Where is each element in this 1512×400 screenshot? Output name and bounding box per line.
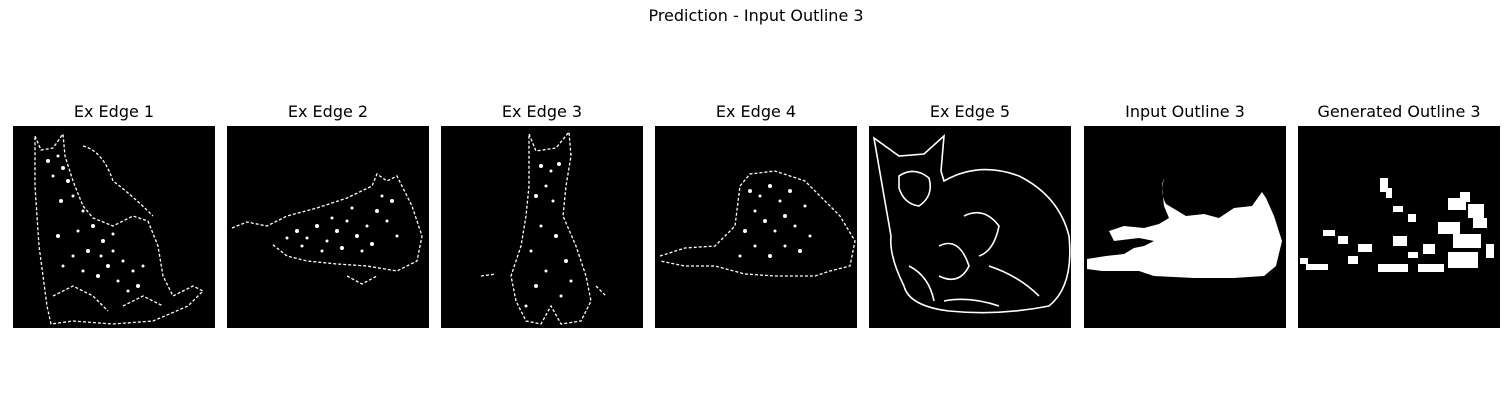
panel-title: Ex Edge 3: [501, 102, 583, 121]
panel-ex-edge-1: Ex Edge 1: [13, 100, 215, 328]
cat-sitting-edge-image: [13, 126, 215, 328]
panel-title: Ex Edge 4: [715, 102, 797, 121]
panel-title: Generated Outline 3: [1317, 102, 1481, 121]
panel-generated-outline-3: Generated Outline 3: [1298, 100, 1500, 328]
cat-crouching-edge-image: [655, 126, 857, 328]
cat-lying-edge-image: [227, 126, 429, 328]
panel-title: Input Outline 3: [1125, 102, 1245, 121]
panel-input-outline-3: Input Outline 3: [1084, 100, 1286, 328]
cat-lying-generated-image: [1298, 126, 1500, 328]
figure-title: Prediction - Input Outline 3: [648, 6, 864, 25]
panel-ex-edge-2: Ex Edge 2: [227, 100, 429, 328]
cat-sitting-front-edge-image: [441, 126, 643, 328]
cat-lying-silhouette-image: [1084, 126, 1286, 328]
panel-ex-edge-5: Ex Edge 5: [869, 100, 1071, 328]
cat-curled-outline-image: [869, 126, 1071, 328]
panel-title: Ex Edge 2: [287, 102, 369, 121]
panel-ex-edge-4: Ex Edge 4: [655, 100, 857, 328]
panel-title: Ex Edge 1: [73, 102, 155, 121]
panel-ex-edge-3: Ex Edge 3: [441, 100, 643, 328]
panel-title: Ex Edge 5: [929, 102, 1011, 121]
